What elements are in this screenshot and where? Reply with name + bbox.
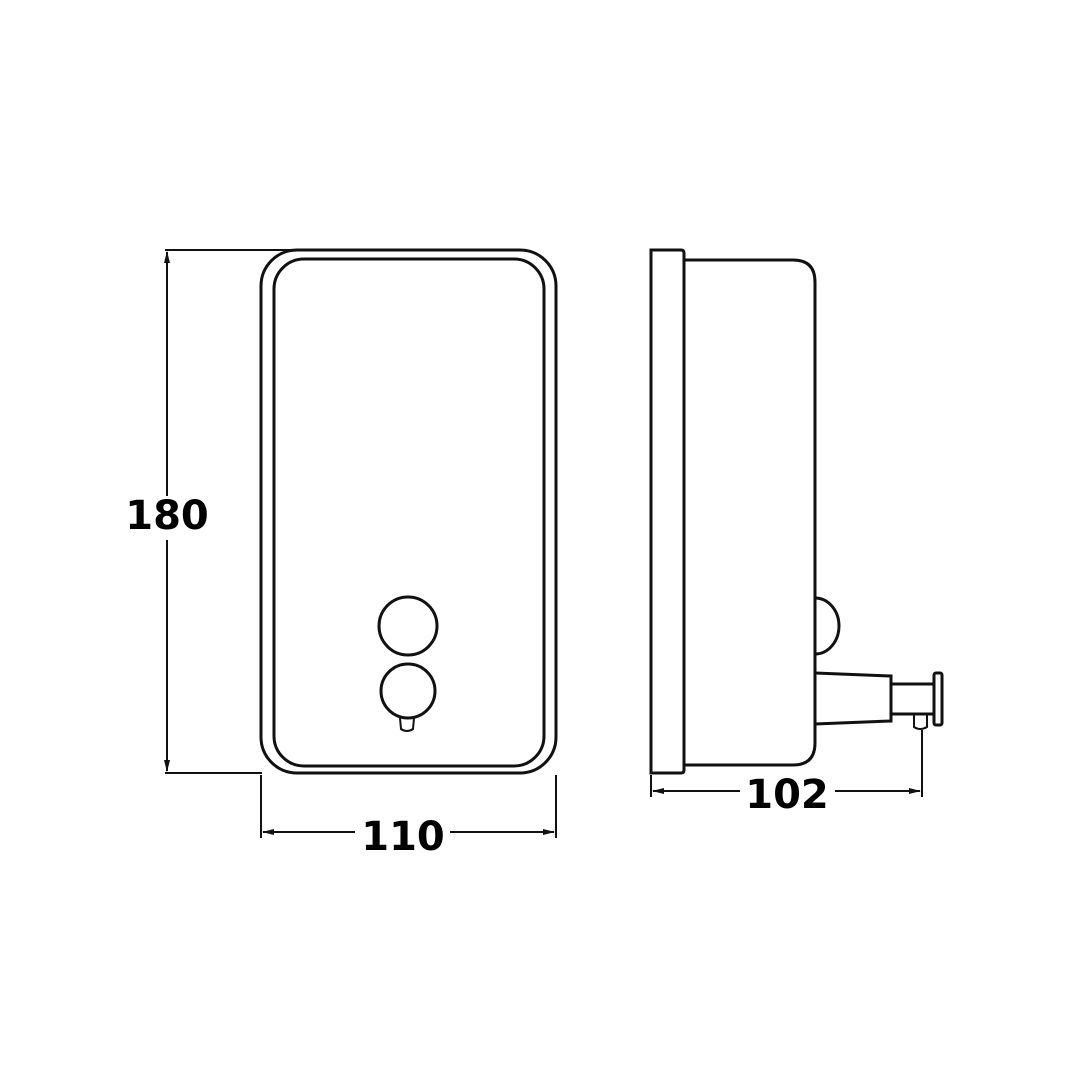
- height-dimension: 180: [125, 249, 292, 774]
- depth-label: 102: [745, 772, 829, 818]
- spout-flange: [932, 671, 944, 727]
- side-body: [684, 258, 817, 767]
- spout-neck: [889, 682, 936, 716]
- depth-dimension: 102: [650, 730, 923, 818]
- front-outer-shell: [259, 248, 558, 775]
- push-button: [377, 595, 439, 657]
- side-push-button: [814, 596, 841, 656]
- width-dimension: 110: [260, 775, 557, 860]
- side-nozzle-tip: [913, 714, 928, 730]
- back-plate: [649, 248, 686, 775]
- side-view: [649, 248, 944, 775]
- height-label: 180: [125, 493, 209, 539]
- front-inner-panel: [272, 257, 546, 768]
- width-label: 110: [361, 814, 445, 860]
- front-view: [259, 248, 558, 775]
- spout-base: [814, 671, 893, 726]
- nozzle-tip: [399, 717, 415, 732]
- nozzle-housing: [379, 662, 437, 720]
